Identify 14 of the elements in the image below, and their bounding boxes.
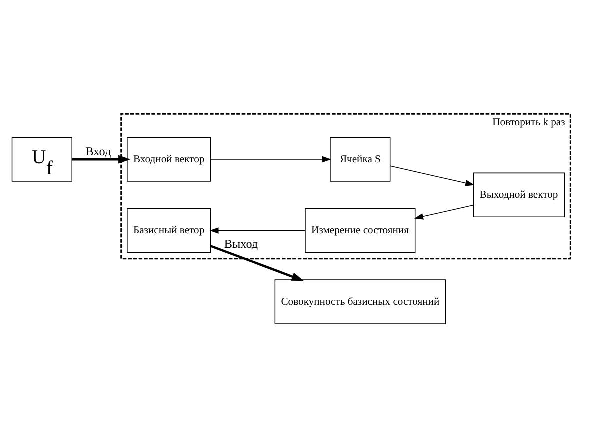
node-box: Измерение состояния: [305, 208, 416, 254]
arrow: [414, 204, 474, 220]
arrow: [210, 156, 332, 163]
arrow: [210, 245, 304, 282]
node-box: Базисный ветор: [127, 208, 212, 254]
edge-label: Выход: [224, 237, 258, 252]
node-box: Выходной вектор: [473, 172, 565, 218]
node-box: Совокупность базисных состояний: [274, 280, 446, 324]
arrow: [390, 166, 475, 186]
arrow: [210, 228, 306, 234]
node-box: Ячейка S: [330, 137, 391, 182]
arrow: [72, 155, 131, 164]
edge-label: Вход: [86, 144, 112, 159]
node-box: Входной вектор: [127, 137, 212, 182]
